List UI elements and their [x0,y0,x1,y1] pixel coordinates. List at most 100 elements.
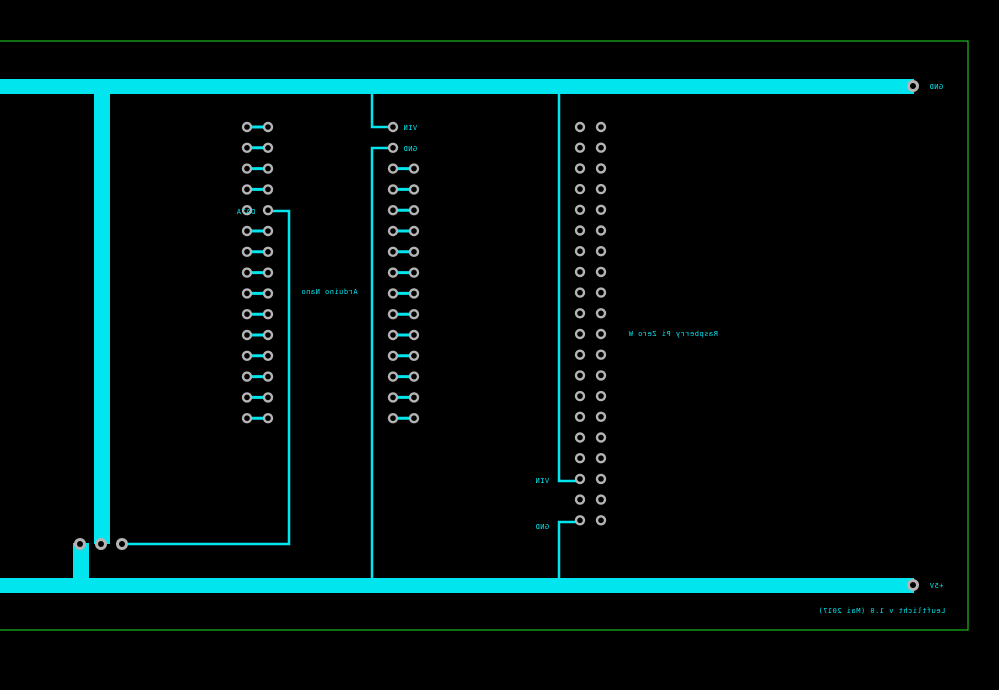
rpi-header-pad-b [595,308,607,319]
5v-rail [0,578,914,593]
arduino-left-pad-a [241,267,253,278]
led-5v-pad [74,538,86,550]
arduino-right-pad-b [408,371,420,382]
rpi-header-pad-a [574,432,586,443]
gnd-rail [0,79,914,94]
rpi-header-pad-a [574,370,586,381]
rpi-header-pad-b [595,515,607,526]
arduino-right-pad-b [408,225,420,237]
arduino-right-pad-a [387,371,399,382]
rpi-header-pad-a [574,225,586,236]
arduino-left-pad-b [262,413,274,424]
arduino-left-pad-a [241,121,253,133]
rpi-header-pad-b [595,287,607,298]
rpi-vin-label: VIN [535,477,549,485]
rpi-header-pad-a [574,246,586,257]
arduino-right-pad-a [387,225,399,237]
version-label: Leuftlicht v 1.0 (Mai 2017) [818,607,945,615]
arduino-right-pad-b [408,163,420,174]
5v-riser-trace [73,543,89,589]
arduino-left-pad-a [241,329,253,341]
rpi-header-pad-b [595,494,607,505]
arduino-right-pad-a [387,288,399,299]
arduino-left-pad-a [241,350,253,361]
led-data-pad [116,538,128,550]
arduino-gnd-trace [370,146,393,585]
arduino-right-pad-a [387,163,399,174]
arduino-left-pad-b [262,267,274,278]
arduino-left-pad-b [262,392,274,403]
rpi-header-pad-b [595,390,607,402]
arduino-left-pad-a [241,288,253,299]
rpi-header-pad-b [595,473,607,485]
arduino-data-label: DATA [236,208,255,216]
arduino-right-pad-a [387,267,399,278]
arduino-right-pad-a [387,413,399,424]
rpi-header-pad-a [574,349,586,360]
arduino-left-pad-b [262,329,274,341]
arduino-left-pad-b [262,163,274,174]
arduino-left-pad-a [241,371,253,382]
arduino-right-pad-b [408,392,420,403]
5v-net-label: +5V [929,582,943,590]
arduino-left-pad-b [262,246,274,257]
rpi-header-pad-a [574,204,586,215]
arduino-left-pad-b [262,184,274,195]
arduino-left-pad-a [241,142,253,153]
rpi-header-pad-b [595,246,607,257]
arduino-right-pad-b [408,184,420,195]
rpi-header-pad-b [595,183,607,195]
arduino-left-pad-a [241,205,253,216]
rpi-header-pad-a [574,183,586,195]
rpi-vin-trace [557,86,580,483]
rpi-header-pad-a [574,142,586,153]
arduino-right-pad-a [387,142,399,153]
arduino-right-pad-a [387,350,399,361]
rpi-header-pad-b [595,204,607,215]
arduino-right-pad-a [387,205,399,216]
arduino-right-pad-b [408,246,420,257]
rpi-header-pad-a [574,411,586,422]
arduino-right-pad-a [387,392,399,403]
rpi-title-label: Raspberry Pi Zero W [628,330,718,338]
arduino-right-pad-a [387,309,399,320]
rpi-header-pad-b [595,453,607,464]
arduino-title-label: Arduino Nano [301,288,358,296]
arduino-left-pad-b [262,225,274,237]
rpi-header-pad-b [595,163,607,174]
arduino-right-pad-b [408,350,420,361]
rpi-header-pad-b [595,225,607,236]
rpi-header-pad-a [574,473,586,485]
gnd-drop-trace [94,86,110,544]
arduino-left-pad-a [241,413,253,424]
arduino-left-pad-a [241,225,253,237]
rpi-header-pad-b [595,142,607,153]
arduino-vin-label: VIN [403,124,417,132]
arduino-right-pad-a [387,121,399,133]
arduino-right-pad-a [387,184,399,195]
arduino-left-pad-b [262,350,274,361]
rpi-header-pad-a [574,328,586,340]
arduino-left-pad-b [262,142,274,153]
rpi-header-pad-b [595,349,607,360]
rpi-header-pad-a [574,287,586,298]
board-outline [0,40,969,631]
arduino-right-pad-b [408,205,420,216]
arduino-vin-trace [370,86,393,129]
arduino-right-pad-b [408,309,420,320]
rpi-header-pad-a [574,266,586,278]
arduino-left-pad-a [241,184,253,195]
arduino-left-pad-b [262,205,274,216]
rpi-header-pad-b [595,370,607,381]
arduino-left-pad-b [262,371,274,382]
arduino-right-pad-b [408,267,420,278]
arduino-left-pad-b [262,288,274,299]
pads [74,80,919,591]
rpi-header-pad-a [574,494,586,505]
arduino-right-pad-b [408,288,420,299]
arduino-left-pad-a [241,309,253,320]
rpi-header-pad-b [595,411,607,422]
rpi-header-pad-b [595,432,607,443]
